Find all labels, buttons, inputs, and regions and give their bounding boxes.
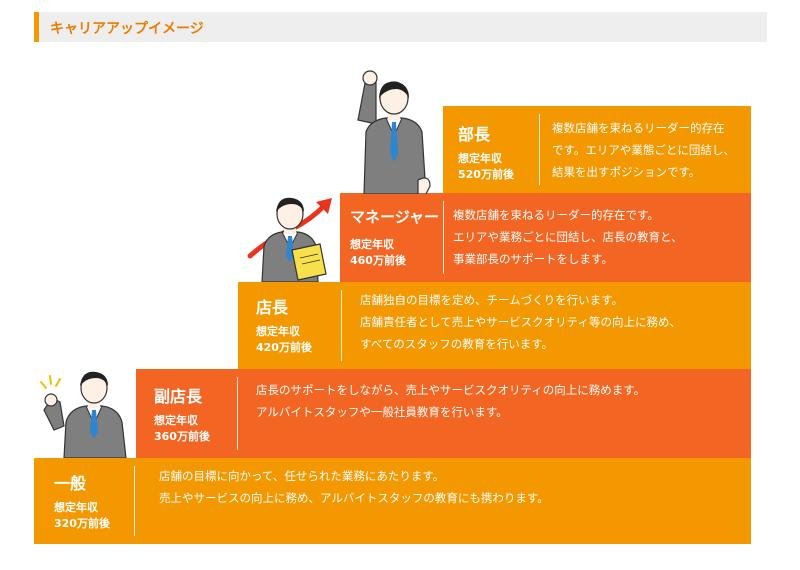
salary-value: 460万前後 xyxy=(350,254,406,267)
step-description: 複数店舗を束ねるリーダー的存在 です。エリアや業態ごとに団結し、 結果を出すポジ… xyxy=(552,121,735,179)
step-divider xyxy=(539,114,540,185)
manager-figure-icon xyxy=(247,197,332,282)
step-description: 店舗の目標に向かって、任せられた業務にあたります。 売上やサービスの向上に務め、… xyxy=(159,469,549,505)
career-step-assistant-manager: 副店長 想定年収 360万前後 店長のサポートをしながら、売上やサービスクオリテ… xyxy=(136,369,751,458)
section-title: キャリアアップイメージ xyxy=(50,21,204,37)
step-divider xyxy=(237,377,238,450)
section-header: キャリアアップイメージ xyxy=(34,12,767,42)
career-step-store-manager: 店長 想定年収 420万前後 店舗独自の目標を定め、チームづくりを行います。 店… xyxy=(238,282,751,369)
step-title: 一般 xyxy=(54,474,87,493)
step-divider xyxy=(341,290,342,361)
salary-label: 想定年収 xyxy=(54,501,98,514)
career-step-general-manager: 部長 想定年収 520万前後 複数店舗を束ねるリーダー的存在 です。エリアや業態… xyxy=(443,106,751,193)
header-accent-bar xyxy=(34,12,39,42)
salary-value: 360万前後 xyxy=(154,430,210,443)
salary-value: 320万前後 xyxy=(54,517,110,530)
step-divider xyxy=(443,201,444,274)
step-divider xyxy=(134,466,135,536)
career-step-general: 一般 想定年収 320万前後 店舗の目標に向かって、任せられた業務にあたります。… xyxy=(34,458,751,544)
step-title: 副店長 xyxy=(154,387,203,406)
salary-label: 想定年収 xyxy=(458,152,502,165)
step-description: 店舗独自の目標を定め、チームづくりを行います。 店舗責任者として売上やサービスク… xyxy=(360,293,681,351)
step-description: 複数店舗を束ねるリーダー的存在です。 エリアや業務ごとに団結し、店長の教育と、 … xyxy=(453,208,683,266)
step-title: 店長 xyxy=(256,298,289,317)
salary-value: 420万前後 xyxy=(256,341,312,354)
salary-label: 想定年収 xyxy=(256,325,300,338)
salary-label: 想定年収 xyxy=(154,414,198,427)
department-head-figure-icon xyxy=(357,70,431,194)
step-title: 部長 xyxy=(458,125,491,144)
staff-figure-icon xyxy=(40,371,127,458)
step-description: 店長のサポートをしながら、売上やサービスクオリティの向上に務めます。 アルバイト… xyxy=(256,383,646,419)
salary-label: 想定年収 xyxy=(350,238,394,251)
salary-value: 520万前後 xyxy=(458,168,514,181)
step-title: マネージャー xyxy=(350,208,439,226)
career-step-area-manager: マネージャー 想定年収 460万前後 複数店舗を束ねるリーダー的存在です。 エリ… xyxy=(340,193,751,282)
